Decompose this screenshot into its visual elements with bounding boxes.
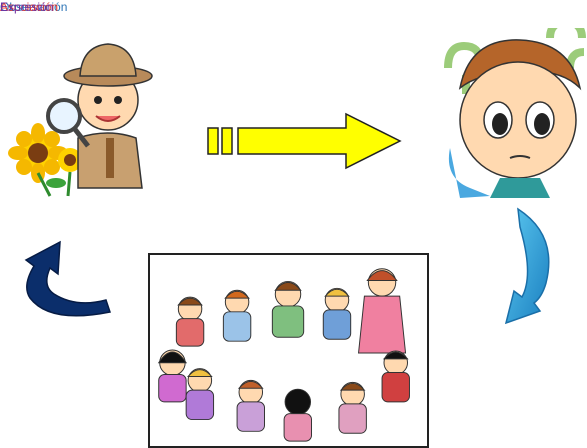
curious-boy-icon [444,28,586,198]
children-circle-icon [148,253,429,448]
expresion-label: Expresión [0,0,54,14]
explorer-child-icon [8,43,153,197]
yellow-right-arrow [207,112,402,170]
sunflower-icon [8,123,82,197]
navy-curved-arrow [24,240,111,317]
asociacion-label: Asociación [0,0,59,14]
observacion-label: Observación [0,0,68,14]
blue-curved-arrow [504,207,550,325]
